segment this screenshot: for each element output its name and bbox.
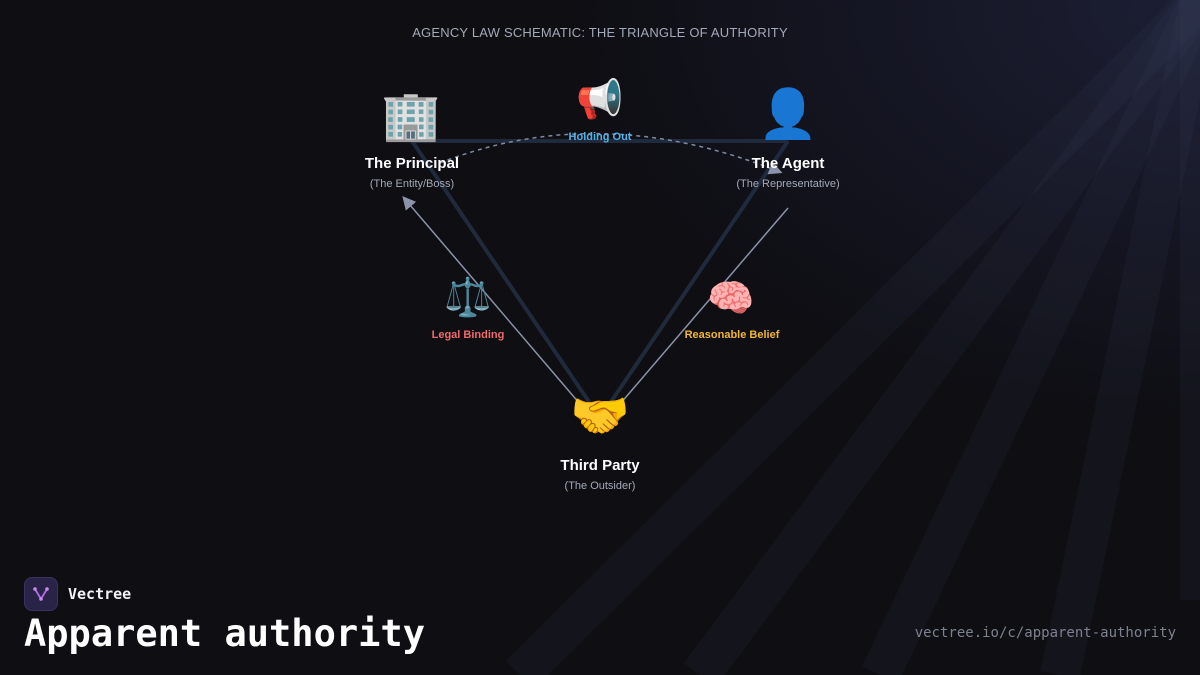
- vectree-logo-icon: [24, 577, 58, 611]
- principal-sublabel: (The Entity/Boss): [369, 178, 455, 190]
- edge-principal-third-party: [410, 139, 602, 420]
- scales-icon: ⚖️: [444, 275, 492, 319]
- principal-label: The Principal: [364, 155, 460, 172]
- page-title: Apparent authority: [24, 612, 425, 655]
- reasonable-belief-line: [619, 207, 789, 405]
- holding-out-label: Holding Out: [568, 131, 632, 143]
- legal-binding-arrow: [402, 195, 581, 405]
- edge-agent-third-party: [598, 139, 790, 420]
- brand: Vectree: [24, 577, 131, 611]
- third-party-sublabel: (The Outsider): [564, 480, 636, 492]
- handshake-icon: 🤝: [570, 388, 630, 444]
- third-party-label: Third Party: [560, 457, 640, 474]
- legal-binding-label: Legal Binding: [431, 329, 505, 341]
- brand-name: Vectree: [68, 585, 132, 603]
- office-building-icon: 🏢: [381, 88, 441, 144]
- diagram-title: AGENCY LAW SCHEMATIC: THE TRIANGLE OF AU…: [412, 25, 788, 40]
- agent-sublabel: (The Representative): [736, 178, 840, 190]
- reasonable-belief-label: Reasonable Belief: [684, 329, 780, 341]
- megaphone-icon: 📢: [576, 77, 624, 121]
- brain-icon: 🧠: [707, 276, 755, 320]
- holding-out-arrow: [439, 132, 783, 175]
- person-silhouette-icon: 👤: [758, 86, 818, 142]
- agent-label: The Agent: [751, 155, 825, 172]
- page-url[interactable]: vectree.io/c/apparent-authority: [914, 625, 1176, 641]
